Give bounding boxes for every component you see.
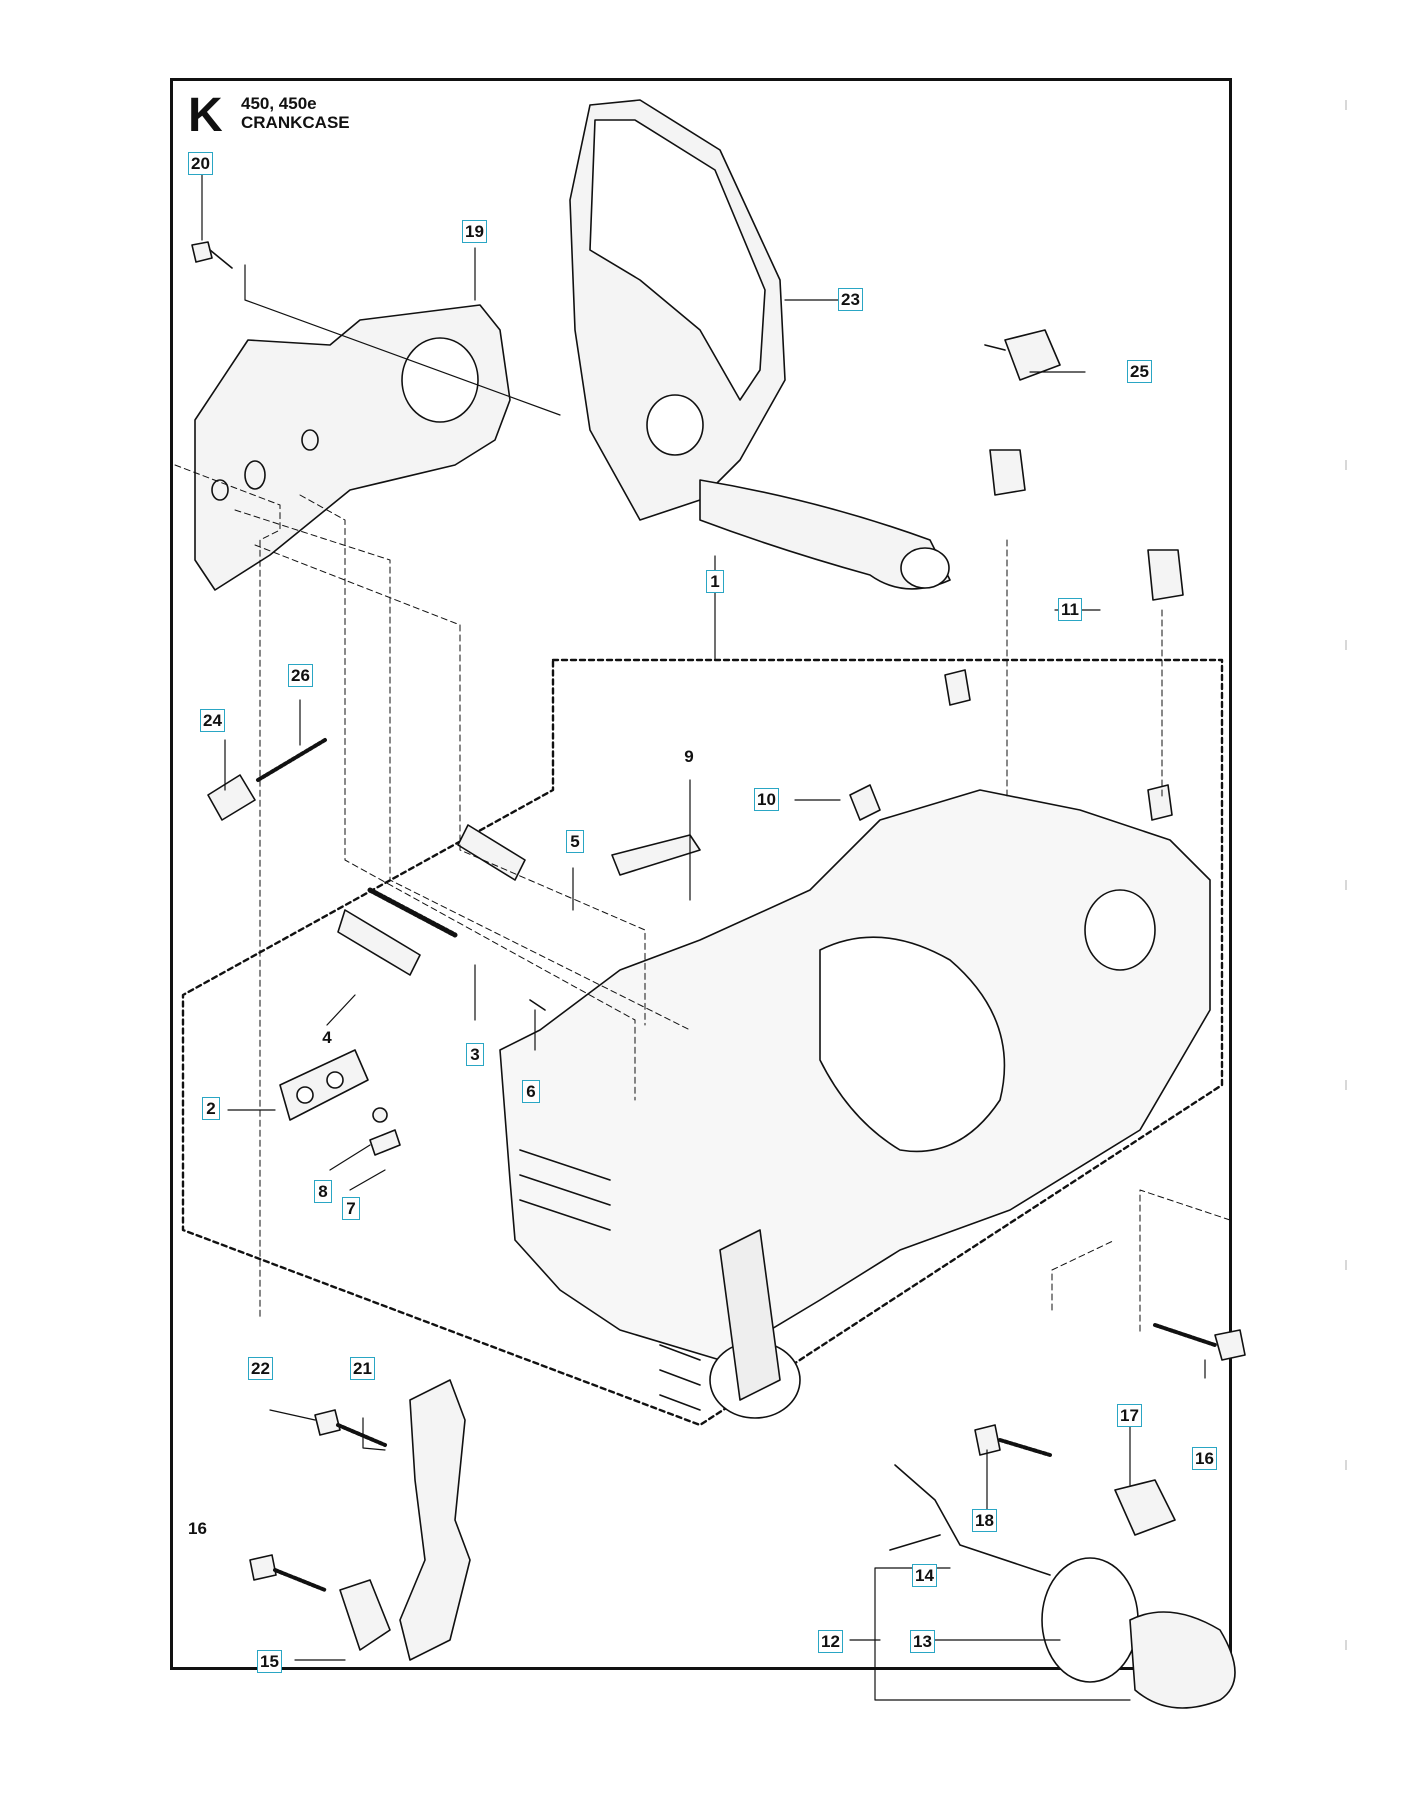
callout-1: 1 — [706, 570, 724, 593]
callout-16-right: 16 — [1192, 1447, 1217, 1470]
scan-mark — [1345, 1260, 1347, 1270]
callout-10: 10 — [754, 788, 779, 811]
callout-9: 9 — [684, 747, 694, 766]
scan-mark — [1345, 1460, 1347, 1470]
callout-3: 3 — [466, 1043, 484, 1066]
callout-22: 22 — [248, 1357, 273, 1380]
callout-25: 25 — [1127, 360, 1152, 383]
callout-18: 18 — [972, 1509, 997, 1532]
callout-14: 14 — [912, 1564, 937, 1587]
callout-20: 20 — [188, 152, 213, 175]
callout-12: 12 — [818, 1630, 843, 1653]
scan-mark — [1345, 880, 1347, 890]
crankcase-assembly-boundary — [181, 658, 1224, 1427]
model-label: 450, 450e — [241, 94, 317, 113]
callout-5: 5 — [566, 830, 584, 853]
callout-24: 24 — [200, 709, 225, 732]
callout-19: 19 — [462, 220, 487, 243]
callout-7: 7 — [342, 1197, 360, 1220]
callout-8: 8 — [314, 1180, 332, 1203]
callout-6: 6 — [522, 1080, 540, 1103]
scan-mark — [1345, 1640, 1347, 1650]
callout-23: 23 — [838, 288, 863, 311]
scan-mark — [1345, 460, 1347, 470]
scan-mark — [1345, 100, 1347, 110]
diagram-title: CRANKCASE — [241, 113, 350, 132]
callout-21: 21 — [350, 1357, 375, 1380]
callout-13: 13 — [910, 1630, 935, 1653]
callout-15: 15 — [257, 1650, 282, 1673]
callout-2: 2 — [202, 1097, 220, 1120]
callout-11: 11 — [1058, 598, 1082, 621]
bumper-spike-part — [399, 1379, 471, 1661]
callout-16-left: 16 — [188, 1519, 207, 1538]
oil-cap-part — [1129, 1611, 1236, 1709]
callout-4: 4 — [322, 1028, 332, 1047]
section-letter: K — [188, 89, 223, 142]
scan-mark — [1345, 1080, 1347, 1090]
callout-26: 26 — [288, 664, 313, 687]
scan-mark — [1345, 640, 1347, 650]
callout-17: 17 — [1117, 1404, 1142, 1427]
